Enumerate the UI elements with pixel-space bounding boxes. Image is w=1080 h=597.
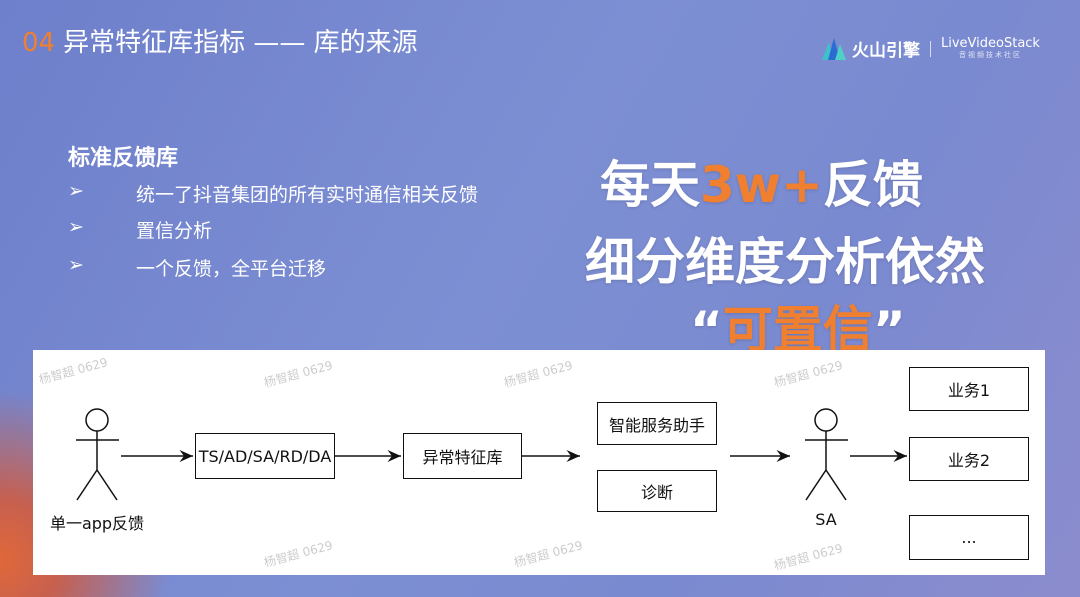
- bullet-item: ➢一个反馈，全平台迁移: [68, 254, 327, 280]
- volcano-logo-icon: [822, 37, 846, 60]
- highlight-line2: 细分维度分析依然: [585, 233, 985, 291]
- highlight-line3: “可置信”: [690, 301, 906, 359]
- actor-sa-icon: [805, 408, 848, 501]
- actor-sa-label: SA: [815, 510, 837, 529]
- bullet-item: ➢统一了抖音集团的所有实时通信相关反馈: [68, 180, 479, 206]
- box-diagnose: 诊断: [597, 470, 717, 512]
- box-assistant: 智能服务助手: [597, 402, 717, 445]
- diagram-lines: [76, 408, 907, 501]
- box-sources: TS/AD/SA/RD/DA: [195, 433, 335, 479]
- actor-user-icon: [76, 408, 119, 501]
- box-business-2: 业务2: [909, 437, 1029, 481]
- box-business-1: 业务1: [909, 367, 1029, 411]
- divider: [930, 40, 931, 57]
- highlight-line1: 每天3w+反馈: [600, 156, 923, 214]
- bullet-item: ➢置信分析: [68, 216, 213, 242]
- flow-diagram: 杨智超 0629 杨智超 0629 杨智超 0629 杨智超 0629 杨智超 …: [33, 350, 1045, 575]
- box-business-more: ...: [909, 515, 1029, 560]
- standard-heading: 标准反馈库: [68, 146, 179, 171]
- actor-user-label: 单一app反馈: [49, 514, 145, 533]
- box-feature-library: 异常特征库: [403, 433, 522, 479]
